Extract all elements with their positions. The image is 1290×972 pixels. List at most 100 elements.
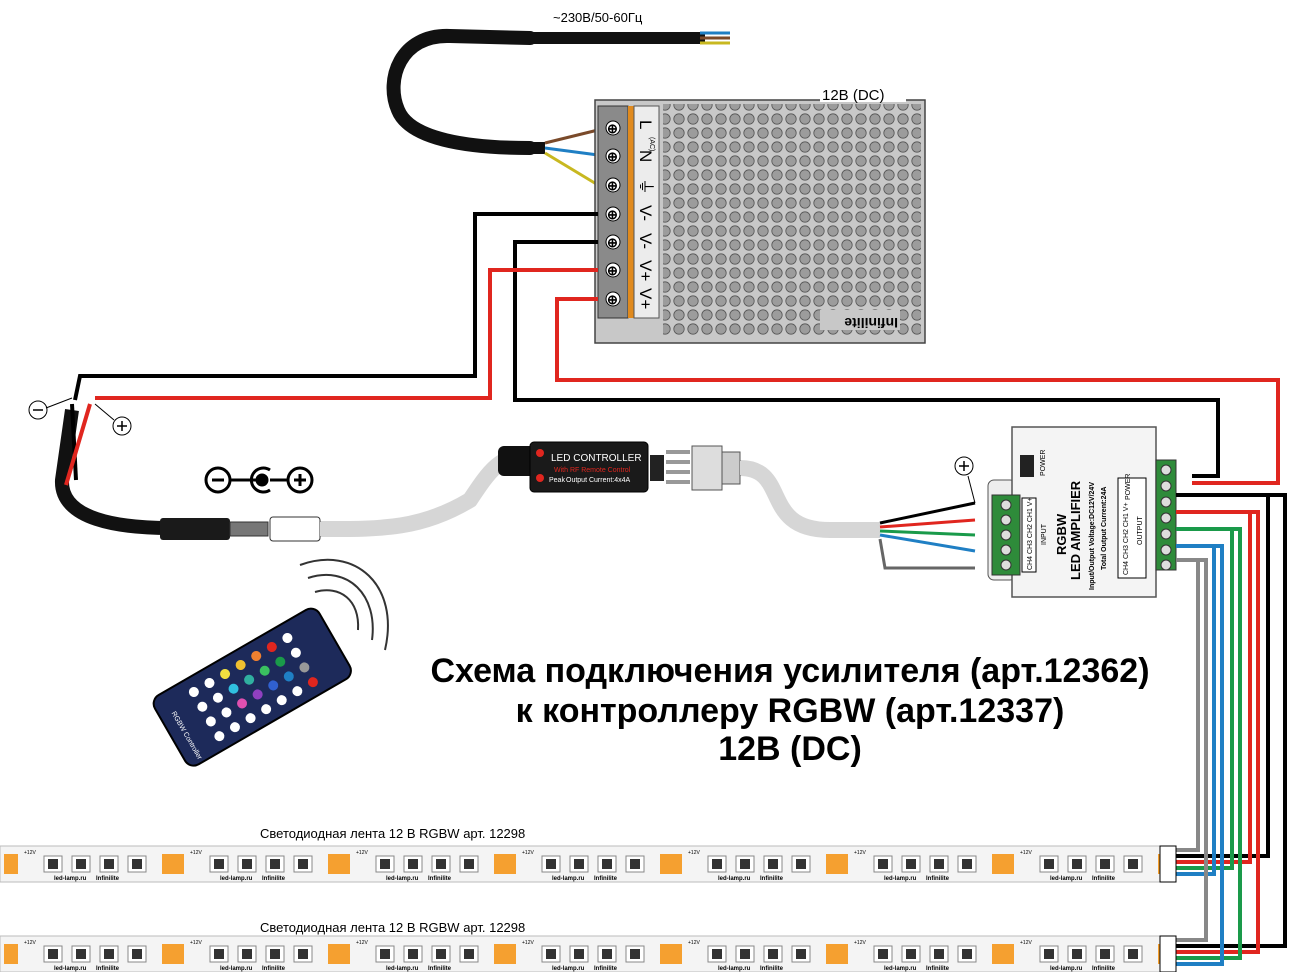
led-chip-core bbox=[906, 859, 916, 869]
led-chip-core bbox=[1128, 859, 1138, 869]
cut-pad bbox=[502, 854, 516, 874]
cut-pad bbox=[1000, 944, 1014, 964]
led-chip-core bbox=[464, 859, 474, 869]
cut-pad bbox=[170, 854, 184, 874]
cut-pad bbox=[834, 854, 848, 874]
cut-pad bbox=[336, 854, 350, 874]
psu-screw-terminals: ⊕ ⊕ ⊕ ⊕ ⊕ ⊕ ⊕ bbox=[605, 120, 621, 307]
svg-text:⊕: ⊕ bbox=[607, 149, 618, 164]
led-chip-core bbox=[408, 859, 418, 869]
cut-pad bbox=[336, 944, 350, 964]
svg-text:⊕: ⊕ bbox=[607, 235, 618, 250]
amp-input-label: INPUT bbox=[1041, 523, 1048, 545]
strip-v12-text: +12V bbox=[356, 850, 368, 856]
strip-brand-text: Infinilite bbox=[926, 966, 950, 972]
cut-pad bbox=[668, 854, 682, 874]
led-chip-core bbox=[242, 859, 252, 869]
strip-site-text: led-lamp.ru bbox=[220, 966, 253, 972]
led-chip-core bbox=[1044, 949, 1054, 959]
led-chip-core bbox=[298, 859, 308, 869]
strip-site-text: led-lamp.ru bbox=[1050, 966, 1083, 972]
led-chip-core bbox=[380, 949, 390, 959]
remote-control: RGBW Controller bbox=[152, 559, 389, 767]
strip-site-text: led-lamp.ru bbox=[54, 876, 87, 882]
cut-pad bbox=[4, 854, 18, 874]
psu-terminal-n: N bbox=[636, 150, 655, 162]
strip-brand-text: Infinilite bbox=[428, 876, 452, 882]
output-wires bbox=[1176, 493, 1287, 966]
led-chip-core bbox=[436, 859, 446, 869]
led-chip-core bbox=[436, 949, 446, 959]
led-chip-core bbox=[1100, 949, 1110, 959]
strip-brand-text: Infinilite bbox=[594, 966, 618, 972]
cut-pad bbox=[668, 944, 682, 964]
strip-site-text: led-lamp.ru bbox=[718, 966, 751, 972]
strip-v12-text: +12V bbox=[24, 850, 36, 856]
psu-terminal-l: L bbox=[636, 120, 655, 129]
strip-site-text: led-lamp.ru bbox=[884, 966, 917, 972]
strip-v12-text: +12V bbox=[24, 940, 36, 946]
minus-marker bbox=[28, 397, 73, 420]
controller-current: Output Current:4x4A bbox=[566, 477, 631, 484]
led-strip-1: led-lamp.ru Infinilite +12V led-lamp.ru Infi… bbox=[0, 845, 1172, 883]
strip-site-text: led-lamp.ru bbox=[1050, 876, 1083, 882]
led-chip-core bbox=[602, 859, 612, 869]
strip-v12-text: +12V bbox=[688, 850, 700, 856]
led-chip-core bbox=[630, 859, 640, 869]
amp-spec-2: Total Output Current:24A bbox=[1101, 487, 1108, 570]
led-chip-core bbox=[574, 859, 584, 869]
led-chip-core bbox=[878, 949, 888, 959]
strip-v12-text: +12V bbox=[190, 940, 202, 946]
strip-v12-text: +12V bbox=[356, 940, 368, 946]
led-chip-core bbox=[132, 949, 142, 959]
amplifier: CH4 CH3 CH2 CH1 V+ INPUT RGBW LED AMPLIF… bbox=[987, 426, 1177, 598]
led-chip-core bbox=[712, 949, 722, 959]
led-chip-core bbox=[242, 949, 252, 959]
led-chip-core bbox=[1100, 859, 1110, 869]
psu-terminal-ground: ⏚ bbox=[636, 178, 655, 195]
led-chip-core bbox=[796, 949, 806, 959]
led-chip-core bbox=[934, 949, 944, 959]
title-line-1: Схема подключения усилителя (арт.12362) bbox=[430, 652, 1149, 690]
psu-terminal-v-minus-1: V- bbox=[636, 205, 655, 221]
led-chip-core bbox=[1072, 859, 1082, 869]
controller-peak: Peak bbox=[549, 477, 565, 484]
led-chip-core bbox=[546, 859, 556, 869]
strip-v12-text: +12V bbox=[1020, 940, 1032, 946]
led-chip-core bbox=[796, 859, 806, 869]
cut-pad bbox=[4, 944, 18, 964]
strip-brand-text: Infinilite bbox=[262, 876, 286, 882]
amp-output-pins: CH4 CH3 CH2 CH1 V+ bbox=[1123, 502, 1130, 575]
dc-plug bbox=[55, 403, 531, 542]
amp-title-2: LED AMPLIFIER bbox=[1068, 480, 1083, 580]
strip-brand-text: Infinilite bbox=[760, 876, 784, 882]
amp-input-pins: CH4 CH3 CH2 CH1 V+ bbox=[1027, 497, 1034, 570]
led-chip-core bbox=[270, 949, 280, 959]
strip-v12-text: +12V bbox=[522, 940, 534, 946]
controller-wires bbox=[878, 501, 976, 570]
svg-text:⊕: ⊕ bbox=[607, 263, 618, 278]
led-chip-core bbox=[76, 859, 86, 869]
psu-voltage-label: 12В (DC) bbox=[822, 87, 885, 104]
led-chip-core bbox=[906, 949, 916, 959]
strip-site-text: led-lamp.ru bbox=[54, 966, 87, 972]
led-chip-core bbox=[408, 949, 418, 959]
strip-connectors bbox=[1159, 845, 1177, 972]
svg-text:⊕: ⊕ bbox=[607, 121, 618, 136]
strip-brand-text: Infinilite bbox=[1092, 966, 1116, 972]
strip-brand-text: Infinilite bbox=[926, 876, 950, 882]
led-chip-core bbox=[380, 859, 390, 869]
led-chip-core bbox=[270, 859, 280, 869]
strip-v12-text: +12V bbox=[190, 850, 202, 856]
svg-text:⊕: ⊕ bbox=[607, 178, 618, 193]
psu-terminal-v-plus-1: V+ bbox=[636, 260, 655, 281]
svg-text:⊕: ⊕ bbox=[607, 207, 618, 222]
mains-cable bbox=[386, 28, 730, 187]
amp-title-1: RGBW bbox=[1054, 513, 1069, 555]
polarity-symbol bbox=[204, 466, 314, 494]
led-chip-core bbox=[546, 949, 556, 959]
strip-brand-text: Infinilite bbox=[262, 966, 286, 972]
led-controller: LED CONTROLLER With RF Remote Control Pe… bbox=[498, 441, 880, 538]
controller-subtitle: With RF Remote Control bbox=[554, 467, 631, 474]
plus-marker-2 bbox=[954, 456, 976, 504]
